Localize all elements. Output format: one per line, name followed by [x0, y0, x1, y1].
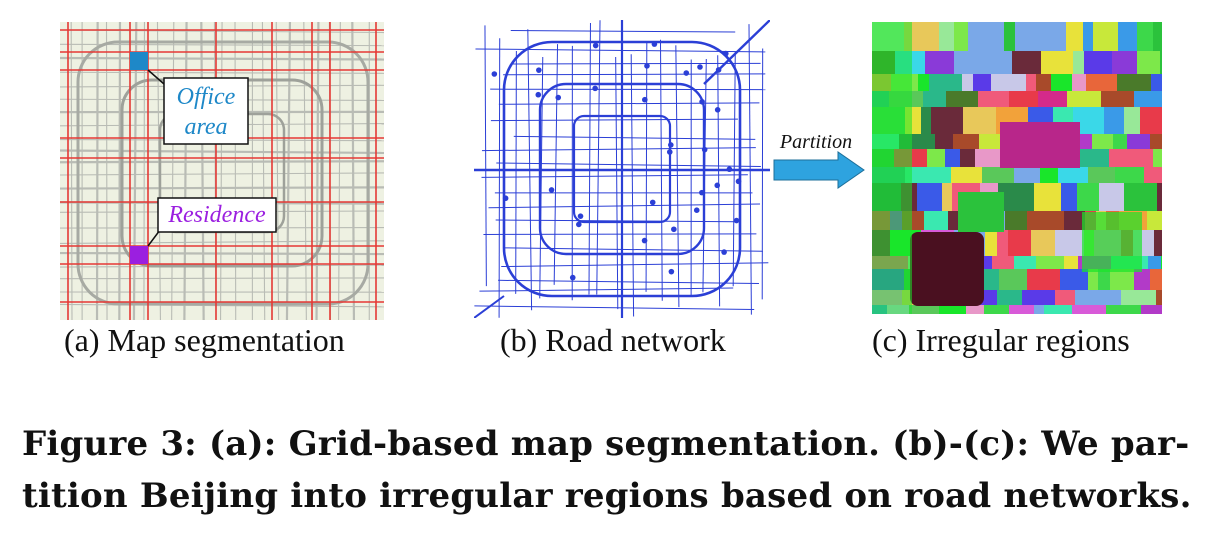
office-label-line2: area [184, 114, 227, 140]
road-network [474, 20, 770, 318]
segmented-map: Office area Residence [60, 22, 384, 320]
figure-caption-line1: Figure 3: (a): Grid-based map segmentati… [22, 424, 1190, 464]
residence-label: Residence [167, 202, 266, 228]
office-label-box: Office area [163, 77, 249, 145]
partition-label: Partition [779, 131, 852, 153]
arrow-right-icon [773, 151, 865, 189]
irregular-regions-panel [872, 22, 1162, 314]
road-network-panel [474, 20, 770, 318]
caption-a: (a) Map segmentation [64, 322, 345, 358]
figure-caption-line2: tition Beijing into irregular regions ba… [22, 476, 1192, 516]
road-lines [474, 20, 770, 318]
office-pointer [147, 69, 165, 85]
office-label-line1: Office [177, 84, 236, 110]
residence-label-box: Residence [157, 197, 277, 233]
map-segmentation-panel: Office area Residence [60, 22, 384, 320]
caption-b: (b) Road network [500, 322, 726, 358]
partition-arrow: Partition [770, 126, 870, 190]
grid-lines [60, 22, 384, 320]
office-cell [130, 52, 148, 70]
figure-caption: Figure 3: (a): Grid-based map segmentati… [22, 418, 1202, 522]
road-junctions [491, 41, 742, 281]
region-tiles [872, 22, 1162, 314]
residence-cell [130, 246, 148, 264]
caption-c: (c) Irregular regions [872, 322, 1130, 358]
irregular-regions-map [872, 22, 1162, 314]
